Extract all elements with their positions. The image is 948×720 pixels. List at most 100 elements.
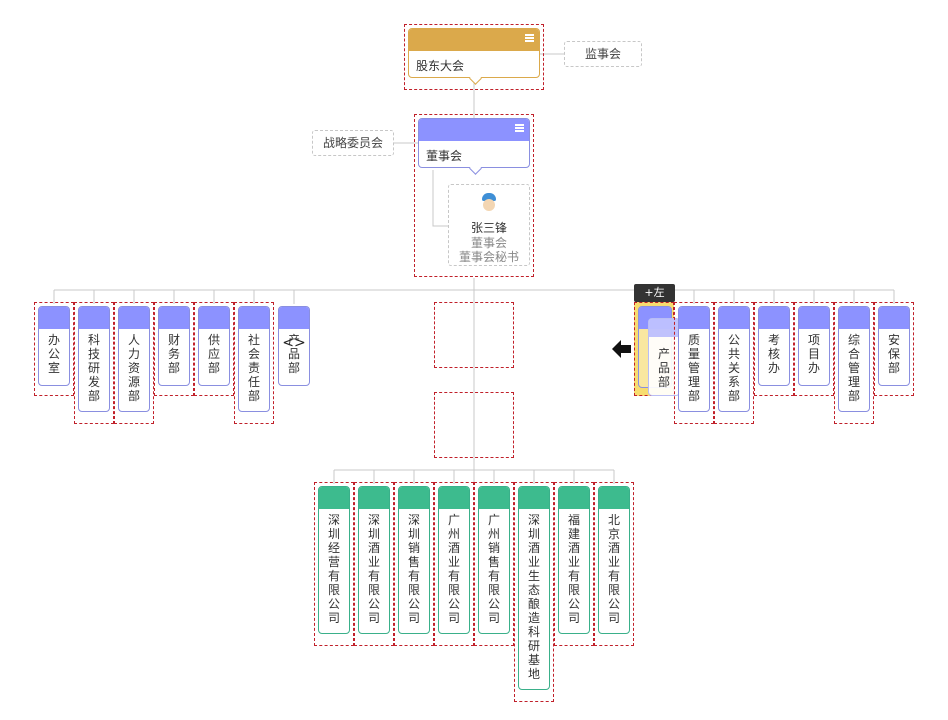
subsidiary-node[interactable]: 广州销售有限公司 bbox=[478, 486, 510, 634]
department-label: 考核办 bbox=[768, 333, 781, 375]
node-header bbox=[199, 307, 229, 329]
selection-outline bbox=[154, 302, 194, 396]
selection-outline bbox=[554, 482, 594, 646]
selection-outline bbox=[34, 302, 74, 396]
arrow-left-icon bbox=[612, 340, 631, 358]
selection-outline bbox=[474, 482, 514, 646]
department-node-supply[interactable]: 供应部 bbox=[198, 306, 230, 386]
board-node[interactable]: 董事会 bbox=[418, 118, 530, 175]
shareholders-label: 股东大会 bbox=[416, 59, 465, 73]
selection-outline-board bbox=[414, 114, 534, 277]
supervisors-node[interactable]: 监事会 bbox=[564, 41, 642, 67]
department-label: 供应部 bbox=[208, 333, 221, 375]
node-header bbox=[839, 307, 869, 329]
department-node-general[interactable]: 综合管理部 bbox=[838, 306, 870, 412]
node-header bbox=[519, 487, 549, 509]
node-header bbox=[399, 487, 429, 509]
subsidiary-node[interactable]: 深圳酒业有限公司 bbox=[358, 486, 390, 634]
node-header bbox=[799, 307, 829, 329]
node-header bbox=[79, 307, 109, 329]
subsidiary-label: 北京酒业有限公司 bbox=[608, 513, 621, 625]
node-header bbox=[239, 307, 269, 329]
node-header bbox=[419, 119, 529, 141]
shareholders-node[interactable]: 股东大会 bbox=[408, 28, 540, 85]
department-node-security[interactable]: 安保部 bbox=[878, 306, 910, 386]
node-header bbox=[279, 307, 309, 329]
subsidiary-node[interactable]: 福建酒业有限公司 bbox=[558, 486, 590, 634]
department-label: 安保部 bbox=[888, 333, 901, 375]
selection-outline bbox=[354, 482, 394, 646]
department-node-hr[interactable]: 人力资源部 bbox=[118, 306, 150, 412]
selection-outline bbox=[794, 302, 834, 396]
ghost-label: 产品部 bbox=[658, 347, 671, 389]
selection-outline bbox=[234, 302, 274, 424]
department-label: 项目办 bbox=[808, 333, 821, 375]
node-header bbox=[119, 307, 149, 329]
node-header bbox=[479, 487, 509, 509]
selection-outline bbox=[434, 482, 474, 646]
person-role: 董事会 bbox=[470, 236, 507, 250]
department-node-pr[interactable]: 公共关系部 bbox=[718, 306, 750, 412]
selection-outline bbox=[514, 482, 554, 702]
subsidiary-node[interactable]: 广州酒业有限公司 bbox=[438, 486, 470, 634]
selection-outline bbox=[754, 302, 794, 396]
empty-node-placeholder bbox=[434, 392, 514, 458]
department-node-quality[interactable]: 质量管理部 bbox=[678, 306, 710, 412]
node-header bbox=[679, 307, 709, 329]
drag-tooltip: +左 bbox=[634, 284, 675, 302]
node-header bbox=[879, 307, 909, 329]
subsidiary-label: 深圳销售有限公司 bbox=[408, 513, 421, 625]
node-header bbox=[439, 487, 469, 509]
subsidiary-node[interactable]: 深圳酒业生态酿造科研基地 bbox=[518, 486, 550, 690]
subsidiary-label: 福建酒业有限公司 bbox=[568, 513, 581, 625]
selection-outline bbox=[674, 302, 714, 424]
department-label: 财务部 bbox=[168, 333, 181, 375]
secretary-card[interactable]: 张三锋 董事会 董事会秘书 bbox=[448, 184, 530, 266]
subsidiary-node[interactable]: 深圳销售有限公司 bbox=[398, 486, 430, 634]
subsidiary-label: 深圳经营有限公司 bbox=[328, 513, 341, 625]
department-node-assessment[interactable]: 考核办 bbox=[758, 306, 790, 386]
department-node-finance[interactable]: 财务部 bbox=[158, 306, 190, 386]
subsidiary-label: 深圳酒业有限公司 bbox=[368, 513, 381, 625]
department-node-csr[interactable]: 社会责任部 bbox=[238, 306, 270, 412]
drag-cursor-icon: <> bbox=[282, 335, 306, 351]
department-label: 公共关系部 bbox=[728, 333, 741, 403]
strategy-committee-node[interactable]: 战略委员会 bbox=[312, 130, 394, 156]
node-header bbox=[599, 487, 629, 509]
node-header bbox=[559, 487, 589, 509]
person-name: 张三锋 bbox=[470, 221, 507, 235]
selection-outline bbox=[74, 302, 114, 424]
person-title: 董事会秘书 bbox=[458, 250, 519, 264]
supervisors-label: 监事会 bbox=[584, 47, 621, 61]
department-node-rnd[interactable]: 科技研发部 bbox=[78, 306, 110, 412]
subsidiary-label: 广州销售有限公司 bbox=[488, 513, 501, 625]
department-label: 人力资源部 bbox=[128, 333, 141, 403]
selection-outline bbox=[874, 302, 914, 396]
subsidiary-node[interactable]: 深圳经营有限公司 bbox=[318, 486, 350, 634]
menu-icon[interactable] bbox=[525, 34, 534, 42]
department-label: 产品部 bbox=[288, 333, 301, 375]
avatar bbox=[479, 193, 499, 213]
node-header bbox=[39, 307, 69, 329]
node-header bbox=[319, 487, 349, 509]
strategy-committee-label: 战略委员会 bbox=[322, 136, 383, 150]
department-label: 质量管理部 bbox=[688, 333, 701, 403]
department-node-office[interactable]: 办公室 bbox=[38, 306, 70, 386]
department-node-product[interactable]: 产品部 bbox=[278, 306, 310, 386]
board-label: 董事会 bbox=[426, 149, 463, 163]
node-header bbox=[159, 307, 189, 329]
node-header bbox=[359, 487, 389, 509]
department-label: 综合管理部 bbox=[848, 333, 861, 403]
selection-outline bbox=[194, 302, 234, 396]
selection-outline bbox=[394, 482, 434, 646]
selection-outline bbox=[114, 302, 154, 424]
subsidiary-label: 广州酒业有限公司 bbox=[448, 513, 461, 625]
subsidiary-node[interactable]: 北京酒业有限公司 bbox=[598, 486, 630, 634]
department-label: 办公室 bbox=[48, 333, 61, 375]
empty-node-placeholder bbox=[434, 302, 514, 368]
department-label: 社会责任部 bbox=[248, 333, 261, 403]
selection-outline-shareholders bbox=[404, 24, 544, 90]
department-node-projects[interactable]: 项目办 bbox=[798, 306, 830, 386]
subsidiary-label: 深圳酒业生态酿造科研基地 bbox=[528, 513, 541, 681]
menu-icon[interactable] bbox=[515, 124, 524, 132]
